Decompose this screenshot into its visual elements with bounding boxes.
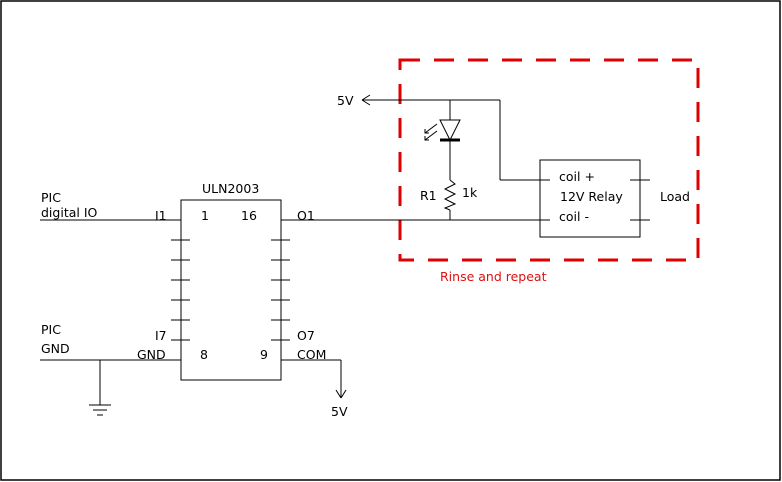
relay-name-label: 12V Relay [560, 189, 623, 204]
pic-gnd-io-label: GND [41, 341, 70, 356]
relay-box [539, 159, 641, 238]
load-label: Load [660, 189, 690, 204]
relay-coil-plus-label: coil + [559, 169, 595, 184]
chip-name: ULN2003 [202, 181, 259, 196]
arrow-icon [361, 94, 371, 106]
pic-digital-label: PIC [41, 190, 61, 205]
resistor-icon [443, 179, 457, 211]
pic-gnd-label: PIC [41, 322, 61, 337]
supply-bottom-label: 5V [331, 404, 348, 419]
relay-coil-minus-label: coil - [559, 209, 589, 224]
ground-icon [89, 404, 111, 416]
uln2003-chip [180, 199, 282, 381]
arrow-icon [335, 389, 347, 399]
pin-o7-label: O7 [297, 328, 315, 343]
pin-i1-label: I1 [155, 208, 167, 223]
repeat-note: Rinse and repeat [440, 269, 547, 284]
pin-com-label: COM [297, 347, 326, 362]
led-icon [424, 119, 461, 142]
repeat-region [398, 58, 700, 262]
pic-digital-io-label: digital IO [41, 205, 98, 220]
pin-i7-label: I7 [155, 328, 167, 343]
resistor-name: R1 [420, 188, 437, 203]
resistor-value: 1k [462, 185, 478, 200]
pin-8-label: 8 [200, 347, 208, 362]
supply-top-label: 5V [337, 93, 354, 108]
pin-9-label: 9 [260, 347, 268, 362]
pin-1-label: 1 [201, 208, 209, 223]
pin-16-label: 16 [241, 208, 257, 223]
pin-gnd-label: GND [137, 347, 166, 362]
chip-right-pins [271, 239, 290, 341]
chip-left-pins [171, 239, 190, 341]
pin-o1-label: O1 [297, 208, 315, 223]
